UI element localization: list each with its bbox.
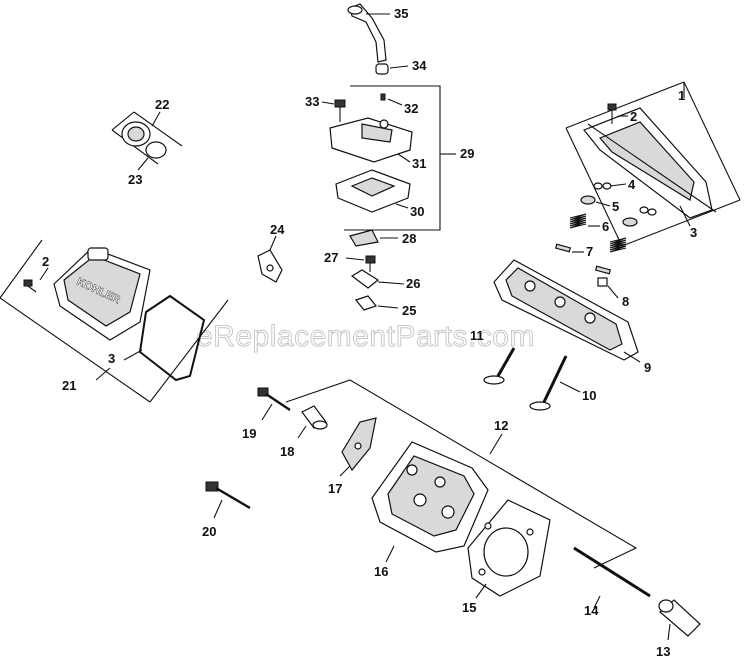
intake-valve bbox=[483, 347, 516, 385]
screw-33 bbox=[334, 99, 346, 122]
breather-tube bbox=[347, 3, 387, 63]
rocker-arm-17 bbox=[341, 417, 377, 472]
callout-25: 25 bbox=[402, 303, 416, 318]
callout-32: 32 bbox=[404, 101, 418, 116]
o-ring-23 bbox=[145, 141, 167, 159]
callout-1: 1 bbox=[678, 88, 685, 103]
callout-20: 20 bbox=[202, 524, 216, 539]
part-28 bbox=[349, 229, 379, 247]
callout-12: 12 bbox=[494, 418, 508, 433]
bracket-21 bbox=[0, 239, 43, 299]
callout-19: 19 bbox=[242, 426, 256, 441]
callout-4: 4 bbox=[628, 177, 636, 192]
bracket-12 bbox=[291, 379, 638, 569]
sleeve-18 bbox=[301, 405, 328, 430]
stem-seals bbox=[554, 243, 612, 275]
callout-21: 21 bbox=[62, 378, 76, 393]
callout-30: 30 bbox=[410, 204, 424, 219]
cylinder-head-right bbox=[493, 259, 639, 361]
callout-17: 17 bbox=[328, 481, 342, 496]
callout-23: 23 bbox=[128, 172, 142, 187]
oil-fill-cap bbox=[121, 121, 151, 147]
bracket-29 bbox=[344, 85, 441, 231]
bracket-1-top bbox=[565, 81, 685, 129]
callout-2-right: 2 bbox=[630, 109, 637, 124]
breather-cover bbox=[329, 117, 413, 163]
callout-31: 31 bbox=[412, 156, 426, 171]
spring-retainers bbox=[580, 195, 638, 227]
callout-7: 7 bbox=[586, 244, 593, 259]
callout-22: 22 bbox=[155, 97, 169, 112]
screw-2-right bbox=[607, 103, 617, 124]
gasket-3-left bbox=[138, 294, 206, 382]
push-rod-14 bbox=[573, 546, 651, 598]
screw-2-left bbox=[23, 279, 37, 293]
breather-plate bbox=[335, 169, 411, 213]
callout-14: 14 bbox=[584, 603, 599, 618]
pin-32 bbox=[380, 93, 386, 101]
callout-6: 6 bbox=[602, 219, 609, 234]
seal-8 bbox=[597, 277, 608, 287]
valve-keepers bbox=[593, 182, 657, 216]
callout-26: 26 bbox=[406, 276, 420, 291]
watermark: eReplacementParts.com bbox=[196, 320, 535, 353]
gasket-3-right bbox=[587, 123, 717, 213]
callout-2-left: 2 bbox=[42, 254, 49, 269]
callout-33: 33 bbox=[305, 94, 319, 109]
callout-11: 11 bbox=[470, 328, 484, 343]
part-26 bbox=[350, 269, 380, 289]
head-gasket-15 bbox=[467, 499, 551, 597]
bracket-24 bbox=[257, 249, 283, 283]
callout-16: 16 bbox=[374, 564, 388, 579]
callout-15: 15 bbox=[462, 600, 476, 615]
callout-24: 24 bbox=[270, 222, 285, 237]
callout-35: 35 bbox=[394, 6, 408, 21]
callout-3-left: 3 bbox=[108, 351, 115, 366]
callout-27: 27 bbox=[324, 250, 338, 265]
callout-34: 34 bbox=[412, 58, 427, 73]
callout-3-right: 3 bbox=[690, 225, 697, 240]
callout-10: 10 bbox=[582, 388, 596, 403]
lifter-13 bbox=[658, 599, 701, 637]
callout-8: 8 bbox=[622, 294, 629, 309]
exhaust-valve bbox=[529, 355, 568, 411]
callout-28: 28 bbox=[402, 231, 416, 246]
callout-13: 13 bbox=[656, 644, 670, 659]
screw-27 bbox=[365, 255, 376, 272]
bolt-20 bbox=[205, 481, 251, 510]
grommet bbox=[375, 63, 389, 75]
callout-5: 5 bbox=[612, 199, 619, 214]
callout-29: 29 bbox=[460, 146, 474, 161]
part-25 bbox=[354, 295, 378, 311]
callout-18: 18 bbox=[280, 444, 294, 459]
cylinder-head-16 bbox=[371, 441, 489, 553]
valve-cover-right bbox=[583, 107, 713, 219]
callout-9: 9 bbox=[644, 360, 651, 375]
bolt-19 bbox=[257, 387, 291, 411]
valve-springs bbox=[569, 213, 627, 253]
valve-cover-left: KOHLER bbox=[53, 247, 151, 341]
